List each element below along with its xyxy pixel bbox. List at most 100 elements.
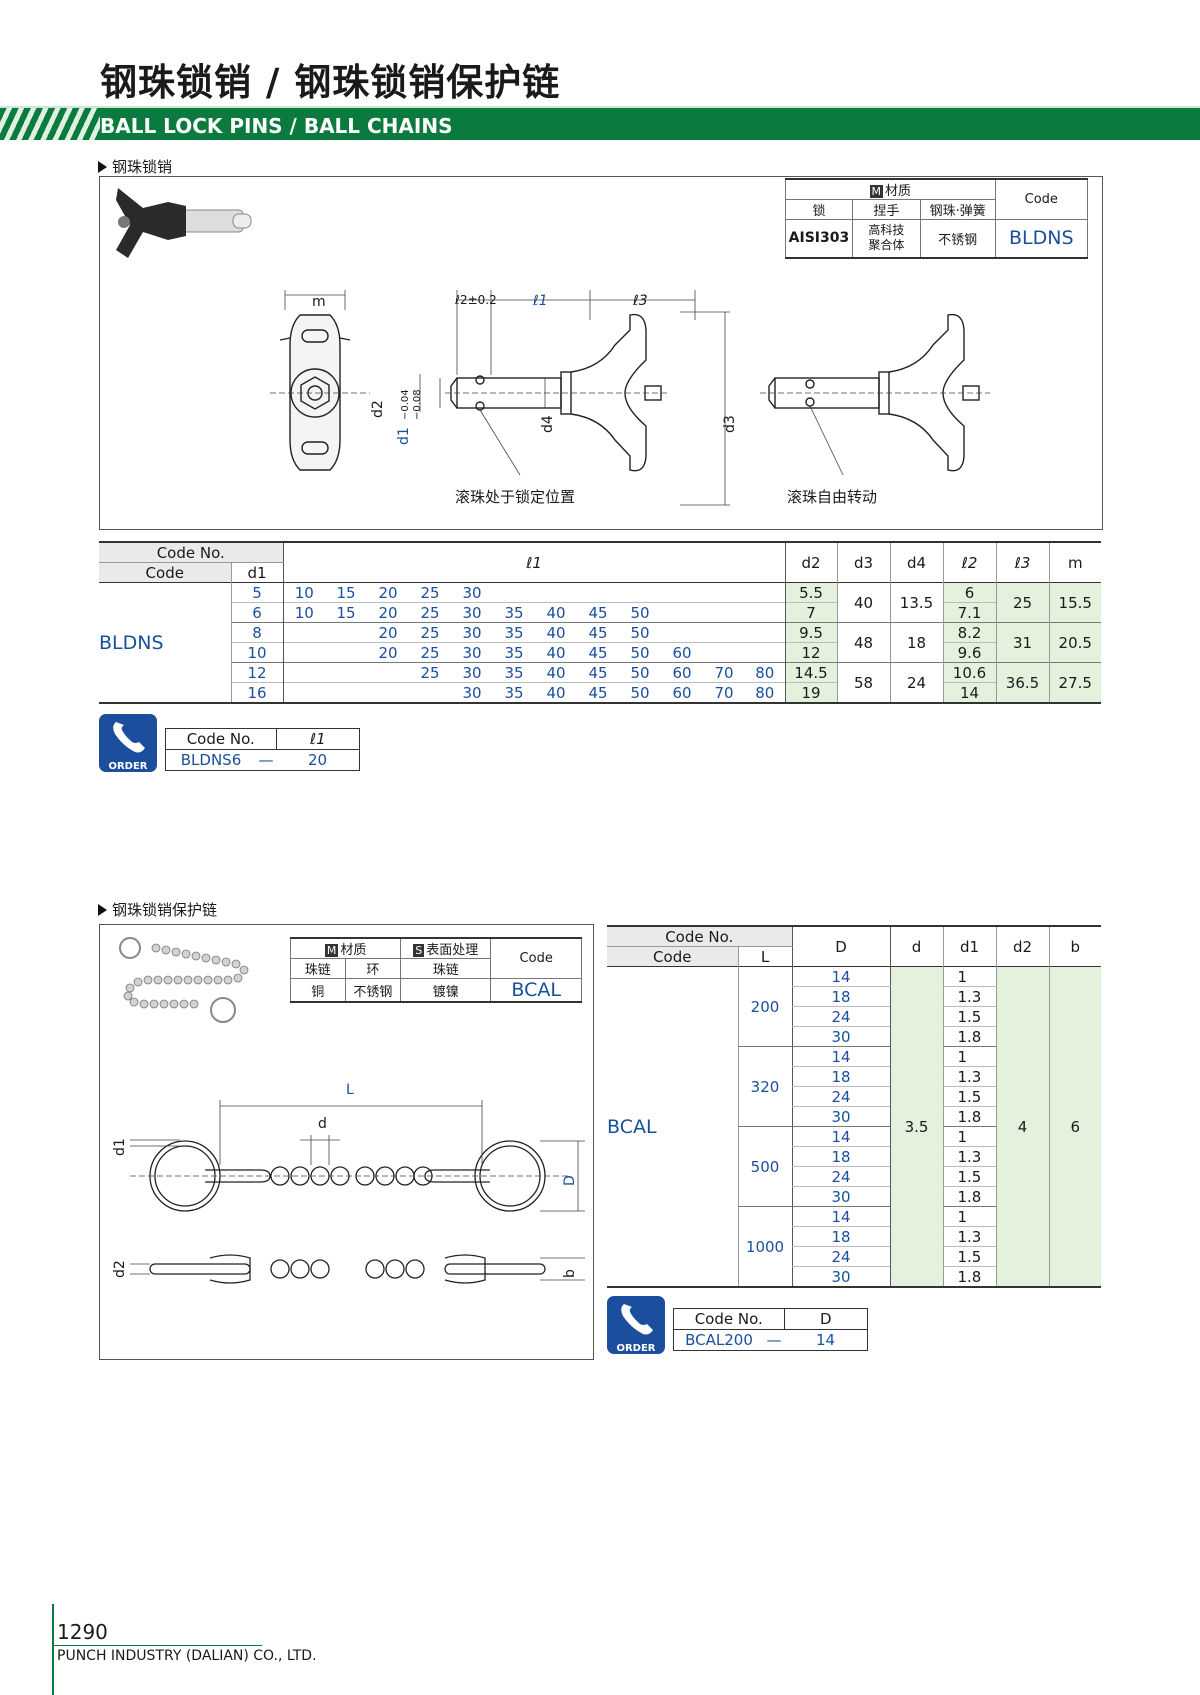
col-handle: 捏手 bbox=[851, 199, 921, 220]
row-d1: 1.3 bbox=[942, 986, 996, 1007]
row-l1: 30 bbox=[462, 663, 482, 682]
pins-drawing-frame bbox=[99, 176, 1103, 530]
section-label-text: 钢珠锁销 bbox=[112, 158, 173, 176]
row-L: 1000 bbox=[737, 1206, 792, 1287]
row-d1: 1.3 bbox=[942, 1226, 996, 1247]
row-l1 bbox=[325, 683, 367, 704]
row-D: 18 bbox=[791, 1066, 890, 1087]
row-l1: 35 bbox=[504, 623, 524, 642]
row-l1 bbox=[745, 583, 785, 603]
row-l1 bbox=[745, 643, 785, 663]
order-h-val: D bbox=[783, 1308, 868, 1330]
page-title: 钢珠锁销 / 钢珠锁销保护链 bbox=[100, 61, 561, 104]
row-l2: 8.2 bbox=[942, 622, 996, 643]
row-l1 bbox=[325, 663, 367, 683]
th-b: b bbox=[1048, 926, 1101, 967]
material-code: BCAL bbox=[490, 978, 582, 1003]
row-l1: 70 bbox=[714, 683, 734, 702]
row-l1: 30 bbox=[462, 623, 482, 642]
row-l1 bbox=[282, 642, 325, 663]
dim-d2: d2 bbox=[112, 1260, 128, 1278]
row-d1: 1 bbox=[942, 1126, 996, 1147]
row-L: 200 bbox=[737, 966, 792, 1047]
m-badge-icon: M bbox=[324, 944, 339, 957]
dim-l2: ℓ2±0.2 bbox=[455, 293, 497, 307]
row-l2: 14 bbox=[942, 682, 996, 703]
page-subtitle: BALL LOCK PINS / BALL CHAINS bbox=[100, 114, 453, 138]
row-l1 bbox=[282, 622, 325, 643]
col-chain2: 珠链 bbox=[400, 958, 492, 979]
th-D: D bbox=[791, 926, 890, 967]
row-l1: 45 bbox=[588, 623, 608, 642]
order-val: 14 bbox=[784, 1329, 868, 1351]
note-free: 滚珠自由转动 bbox=[787, 488, 878, 506]
th-d2: d2 bbox=[995, 926, 1049, 967]
row-l1 bbox=[661, 583, 703, 603]
ball-lock-pin-photo bbox=[116, 188, 252, 258]
th-codeno: Code No. bbox=[99, 542, 283, 563]
row-l1: 15 bbox=[336, 603, 356, 622]
row-d1: 1.3 bbox=[942, 1146, 996, 1167]
row-D: 24 bbox=[791, 1246, 890, 1267]
row-d2: 19 bbox=[784, 682, 837, 703]
row-d1: 5 bbox=[230, 582, 283, 603]
ball-chain-photo bbox=[119, 937, 249, 1023]
row-code: BCAL bbox=[607, 1115, 657, 1138]
row-l2: 7.1 bbox=[942, 602, 996, 623]
dim-d3: d3 bbox=[722, 415, 738, 433]
row-l1 bbox=[745, 603, 785, 623]
row-d2: 7 bbox=[784, 602, 837, 623]
row-d1: 1.5 bbox=[942, 1006, 996, 1027]
row-D: 30 bbox=[791, 1266, 890, 1288]
row-D: 30 bbox=[791, 1026, 890, 1047]
section-label-pins: 钢珠锁销 bbox=[98, 156, 172, 177]
row-d1: 1.5 bbox=[942, 1246, 996, 1267]
row-D: 24 bbox=[791, 1086, 890, 1107]
row-l1: 50 bbox=[630, 603, 650, 622]
row-l1 bbox=[493, 583, 535, 603]
dim-D: D bbox=[562, 1175, 578, 1186]
row-l1: 30 bbox=[462, 583, 482, 602]
row-l1: 40 bbox=[546, 623, 566, 642]
order-example-pins: Code No.ℓ1 BLDNS6—20 bbox=[165, 728, 360, 771]
row-l1: 25 bbox=[420, 663, 440, 682]
dim-d1: d1 bbox=[396, 427, 412, 445]
th-l3: ℓ3 bbox=[995, 542, 1049, 583]
note-locked: 滚珠处于锁定位置 bbox=[455, 488, 576, 506]
row-l1 bbox=[325, 643, 367, 663]
row-l1: 20 bbox=[378, 603, 398, 622]
row-d2: 14.5 bbox=[784, 662, 837, 683]
dim-l1: ℓ1 bbox=[533, 293, 548, 309]
footer-hline bbox=[52, 1645, 262, 1646]
row-d2: 5.5 bbox=[784, 582, 837, 603]
dim-m: m bbox=[312, 294, 326, 310]
row-d1: 1 bbox=[942, 1046, 996, 1067]
row-d1: 16 bbox=[230, 682, 283, 703]
surface-treatment: 镀镍 bbox=[400, 978, 492, 1003]
lock-material: AISI303 bbox=[785, 219, 853, 258]
triangle-icon bbox=[98, 161, 107, 173]
row-l1: 25 bbox=[420, 603, 440, 622]
ball-material: 不锈钢 bbox=[919, 219, 996, 258]
row-l1 bbox=[325, 623, 367, 643]
row-d1: 1.5 bbox=[942, 1166, 996, 1187]
th-code: Code bbox=[99, 562, 231, 583]
order-dash: — bbox=[764, 1329, 784, 1351]
row-l2: 10.6 bbox=[942, 662, 996, 683]
row-m: 27.5 bbox=[1048, 662, 1101, 703]
row-l1 bbox=[703, 583, 745, 603]
chain-material: 铜 bbox=[290, 978, 346, 1003]
th-l2: ℓ2 bbox=[942, 542, 996, 583]
